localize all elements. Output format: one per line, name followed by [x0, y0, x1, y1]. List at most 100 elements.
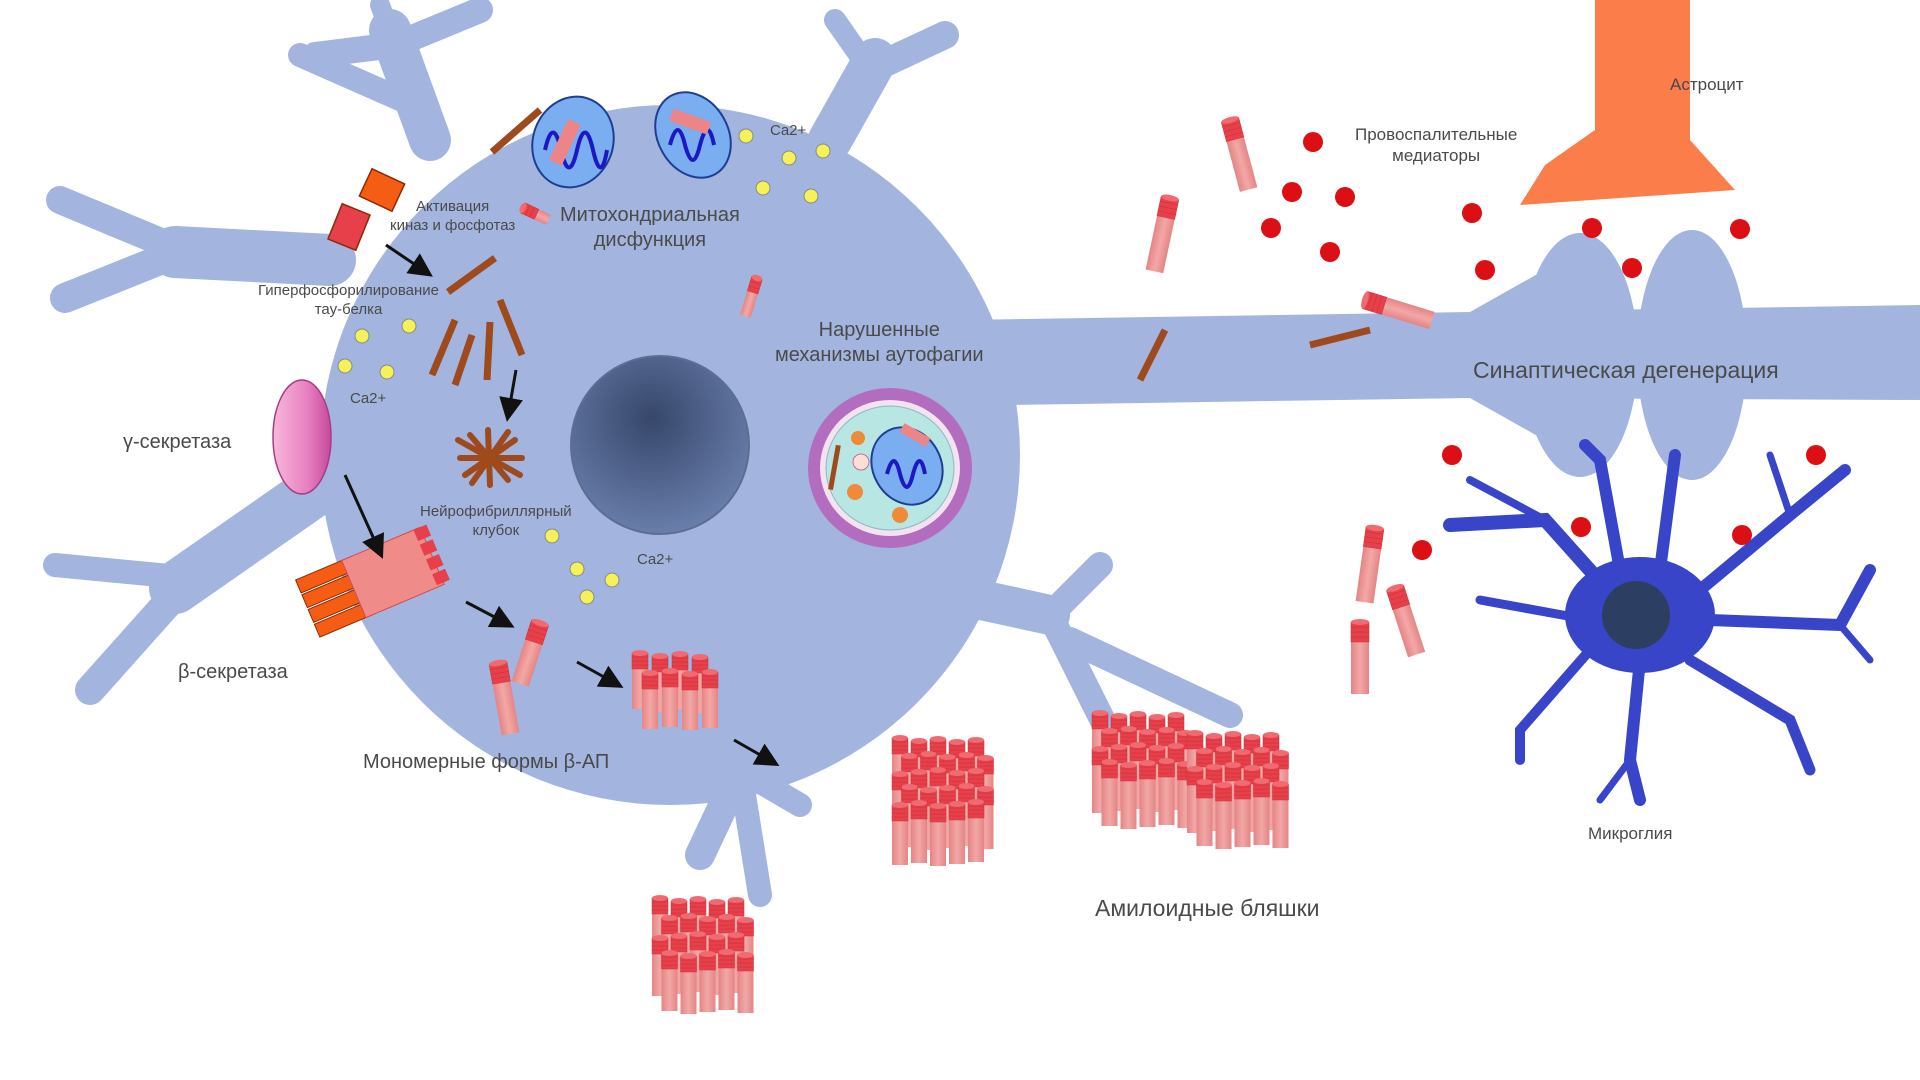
abeta-stack — [1215, 782, 1232, 849]
abeta-stack — [910, 800, 928, 863]
calcium-ion — [354, 328, 370, 344]
gamma-secretase — [272, 379, 332, 495]
mito-dysfunction-line-1: Митохондриальная — [560, 204, 740, 226]
mediator-dot — [1582, 218, 1602, 238]
process-arrows — [343, 243, 780, 766]
ca-left-label: Ca2+ — [350, 390, 387, 407]
calcium-ion — [781, 150, 797, 166]
abeta-stack — [681, 671, 699, 730]
abeta-stack — [1196, 779, 1213, 846]
abeta-stack — [967, 799, 985, 862]
abeta-stack — [1158, 758, 1175, 825]
neuron — [43, 0, 1920, 907]
abeta-monomer — [1350, 619, 1370, 694]
mediator-dot — [1303, 132, 1323, 152]
abeta-oligomers — [631, 650, 719, 730]
mito-dysfunction-label: Митохондриальная дисфункция — [560, 203, 740, 253]
abeta-stack — [1234, 780, 1251, 847]
abeta-monomer — [1386, 584, 1426, 658]
mediator-dot — [1261, 218, 1281, 238]
abeta-stack — [1253, 778, 1270, 845]
calcium-ion — [604, 572, 620, 588]
autophagy-label: Нарушенные механизмы аутофагии — [775, 318, 984, 368]
abeta-monomer — [740, 274, 763, 318]
gamma-secretase-label: γ-секретаза — [123, 431, 232, 453]
mediator-dot — [1475, 260, 1495, 280]
nft-label: Нейрофибриллярный клубок — [420, 503, 572, 541]
kinase-activation-line-1: Активация — [416, 198, 490, 215]
proinflammatory-line-1: Провоспалительные — [1355, 125, 1518, 144]
astrocyte — [1520, 0, 1735, 205]
abeta-stack — [737, 952, 754, 1013]
arrow-kinase-to-tau — [385, 243, 433, 277]
proinflammatory-mediators — [1261, 132, 1826, 560]
abeta-monomer — [519, 202, 551, 225]
abeta-monomer — [511, 619, 549, 687]
mediator-dot — [1732, 525, 1752, 545]
calcium-ions — [337, 128, 831, 605]
abeta-monomer — [1355, 524, 1385, 604]
calcium-ion — [544, 528, 560, 544]
abeta-stack — [948, 801, 966, 864]
abeta-monomers — [488, 116, 1435, 736]
tau-fibril — [1136, 328, 1169, 382]
microglia-label: Микроглия — [1588, 824, 1673, 843]
abeta-stack — [1139, 760, 1156, 827]
neuron-axon — [960, 305, 1920, 405]
abeta-stack — [701, 669, 719, 728]
mediator-dot — [1730, 219, 1750, 239]
mediator-dot — [1335, 187, 1355, 207]
calcium-ion — [337, 358, 353, 374]
abeta-stack — [680, 953, 697, 1014]
mitochondrion-2 — [654, 91, 732, 179]
mediator-dot — [1622, 258, 1642, 278]
microglia — [1443, 439, 1876, 806]
calcium-ion — [815, 143, 831, 159]
beta-secretase — [294, 524, 450, 638]
mediator-dot — [1412, 540, 1432, 560]
arrow-tau-to-nft — [499, 369, 523, 422]
tau-hyper-label: Гиперфосфорилирование тау-белка — [258, 282, 439, 320]
neurofibrillary-tangle — [455, 427, 525, 488]
arrow-gamma-to-beta — [343, 474, 384, 559]
arrow-oligomer-to-plaque — [733, 738, 780, 766]
autophagy-line-1: Нарушенные — [818, 319, 940, 341]
nft-line-2: клубок — [472, 521, 520, 539]
beta-secretase-label: β-секретаза — [178, 661, 288, 683]
amyloid-plaques — [651, 710, 1289, 1014]
microglia-nucleus — [1602, 581, 1670, 649]
tau-fibrils — [428, 107, 1371, 387]
abeta-monomer — [1145, 194, 1180, 274]
abeta-stack — [661, 668, 679, 727]
abeta-stack — [891, 802, 909, 865]
astrocyte-label: Астроцит — [1670, 75, 1744, 94]
abeta-stack — [641, 670, 659, 729]
neuron-dendrites — [43, 0, 1243, 907]
calcium-ion — [738, 128, 754, 144]
abeta-monomer — [1361, 291, 1435, 330]
abeta-stack — [718, 949, 735, 1010]
mediator-dot — [1320, 242, 1340, 262]
mediator-dot — [1442, 445, 1462, 465]
proinflammatory-line-2: медиаторы — [1392, 146, 1481, 166]
monomers-label: Мономерные формы β-АП — [363, 751, 610, 773]
tau-fibril — [445, 255, 498, 295]
arrow-monomer-to-oligomer — [576, 660, 624, 688]
mitochondrion-1 — [531, 95, 615, 189]
mediator-dot — [1282, 182, 1302, 202]
ca-bottom-label: Ca2+ — [637, 551, 674, 568]
calcium-ion — [803, 188, 819, 204]
tau-fibril — [496, 298, 526, 357]
tau-hyper-line-2: тау-белка — [314, 300, 383, 318]
kinase-activation-label: Активация киназ и фосфотаз — [390, 198, 515, 236]
calcium-ion — [755, 180, 771, 196]
abeta-stack — [1272, 781, 1289, 848]
ca-top-label: Ca2+ — [770, 122, 807, 139]
calcium-ion — [569, 561, 585, 577]
tau-hyper-line-1: Гиперфосфорилирование — [258, 282, 440, 299]
calcium-ion — [579, 589, 595, 605]
abeta-stack — [929, 803, 947, 866]
abeta-stack — [699, 951, 716, 1012]
proinflammatory-label: Провоспалительные медиаторы — [1355, 124, 1517, 167]
